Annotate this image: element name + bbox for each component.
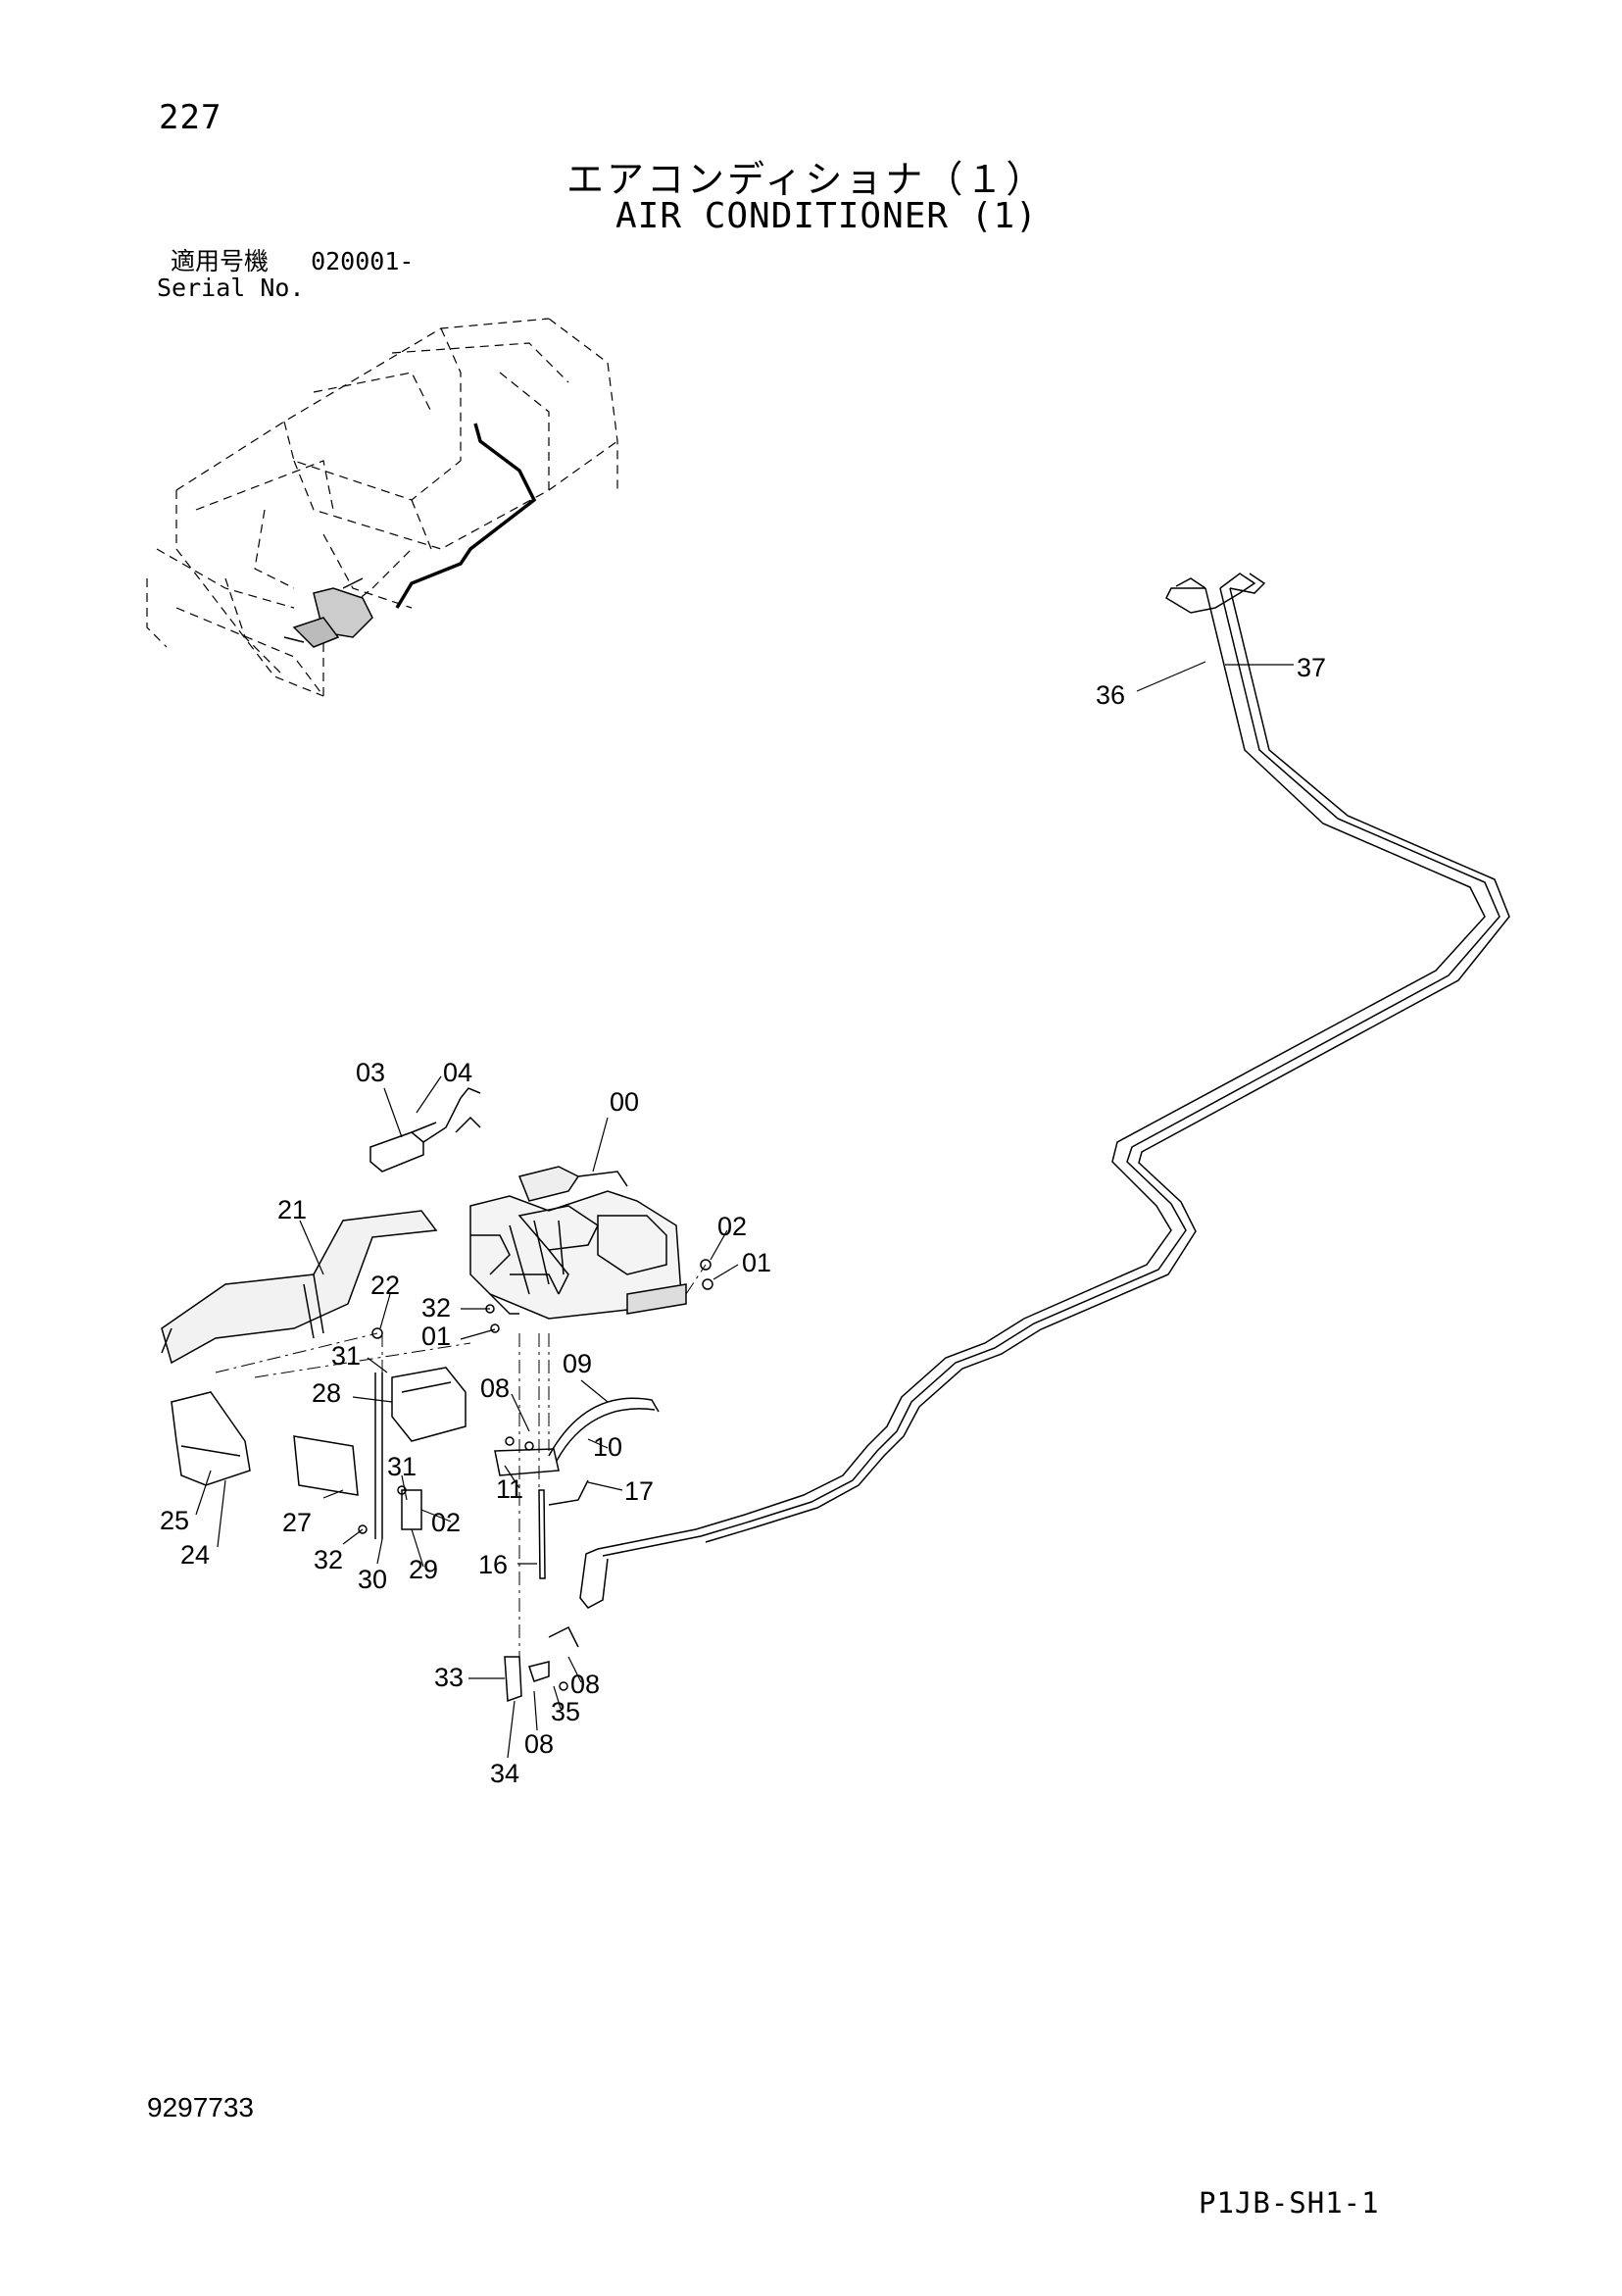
callout-02-upper: 02 xyxy=(717,1212,747,1241)
callout-08-upper: 08 xyxy=(480,1373,510,1403)
callout-27: 27 xyxy=(282,1508,312,1537)
callout-17: 17 xyxy=(624,1476,654,1506)
callout-16: 16 xyxy=(478,1550,508,1579)
callout-11: 11 xyxy=(496,1474,523,1504)
callout-22: 22 xyxy=(370,1271,400,1300)
callout-08-lower: 08 xyxy=(524,1729,554,1759)
drawing-code: 9297733 xyxy=(147,2092,255,2122)
callout-04: 04 xyxy=(443,1058,472,1087)
callout-32-lower: 32 xyxy=(314,1545,343,1574)
callout-36: 36 xyxy=(1096,680,1125,710)
callout-34: 34 xyxy=(490,1759,519,1788)
callout-28: 28 xyxy=(312,1378,341,1408)
callout-10: 10 xyxy=(593,1432,622,1462)
callout-33: 33 xyxy=(434,1663,464,1692)
callout-01-middle: 01 xyxy=(421,1322,451,1351)
serial-value: 020001- xyxy=(311,247,415,275)
ac-unit-assembly xyxy=(161,1087,713,1703)
callout-03: 03 xyxy=(356,1058,385,1087)
callout-02-lower: 02 xyxy=(431,1508,461,1537)
callout-24: 24 xyxy=(180,1540,210,1570)
callout-30: 30 xyxy=(358,1565,387,1594)
serial-block: 適用号機 020001- Serial No. xyxy=(157,248,441,301)
serial-label-ja: 適用号機 xyxy=(171,247,270,275)
title-japanese: エアコンディショナ（１） xyxy=(566,158,1047,201)
callout-00: 00 xyxy=(610,1087,639,1117)
callout-31-lower: 31 xyxy=(387,1452,417,1481)
serial-label-en: Serial No. xyxy=(157,274,305,302)
callout-25: 25 xyxy=(160,1506,189,1535)
callout-35: 35 xyxy=(551,1697,580,1726)
callout-09: 09 xyxy=(563,1349,592,1378)
callout-32-upper: 32 xyxy=(421,1293,451,1323)
callout-29: 29 xyxy=(409,1555,438,1584)
callout-37: 37 xyxy=(1297,653,1326,682)
leader-lines xyxy=(195,661,1294,1759)
callout-labels: 36 37 03 04 00 21 02 01 22 32 01 31 28 0… xyxy=(160,653,1326,1788)
callout-31-upper: 31 xyxy=(331,1341,361,1371)
callout-01-upper: 01 xyxy=(742,1248,771,1277)
callout-08-right: 08 xyxy=(570,1670,600,1699)
callout-21: 21 xyxy=(277,1195,307,1224)
machine-overview-inset xyxy=(146,318,618,697)
refrigerant-hose xyxy=(579,573,1510,1609)
page-number: 227 xyxy=(159,98,222,137)
assembly-lines xyxy=(215,1264,707,1657)
title-english: AIR CONDITIONER (1) xyxy=(615,196,1038,236)
sheet-code: P1JB-SH1-1 xyxy=(1199,2186,1380,2220)
